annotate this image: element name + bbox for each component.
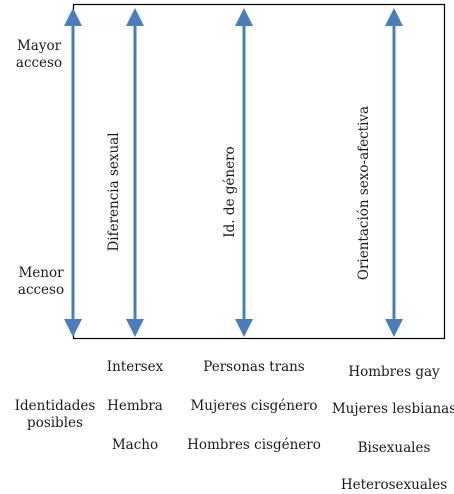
identidades-line-2: posibles — [27, 415, 83, 431]
label-id-genero: Id. de género — [222, 146, 238, 238]
mayor-acceso-label: Mayor acceso — [9, 38, 69, 72]
identidades-posibles-label: Identidades posibles — [12, 398, 98, 432]
identity-item: Personas trans — [203, 359, 305, 375]
menor-acceso-line-2: acceso — [17, 282, 65, 298]
identity-item: Heterosexuales — [340, 477, 448, 493]
mayor-acceso-line-2: acceso — [15, 55, 63, 71]
identity-item: Mujeres lesbianas — [331, 401, 454, 417]
mayor-acceso-line-1: Mayor — [16, 38, 62, 54]
identity-item: Mujeres cisgénero — [190, 398, 318, 414]
menor-acceso-label: Menor acceso — [11, 265, 71, 299]
identity-item: Hembra — [107, 398, 163, 414]
identity-item: Bisexuales — [357, 440, 431, 456]
identity-item: Hombres cisgénero — [187, 437, 321, 453]
frame-box — [72, 3, 446, 340]
identity-item: Macho — [111, 437, 159, 453]
identidades-line-1: Identidades — [14, 398, 96, 414]
label-orientacion: Orientación sexo-afectiva — [356, 105, 372, 281]
menor-acceso-line-1: Menor — [18, 265, 64, 281]
identity-item: Intersex — [106, 359, 164, 375]
identity-item: Hombres gay — [348, 364, 440, 380]
label-diferencia-sexual: Diferencia sexual — [106, 132, 122, 252]
